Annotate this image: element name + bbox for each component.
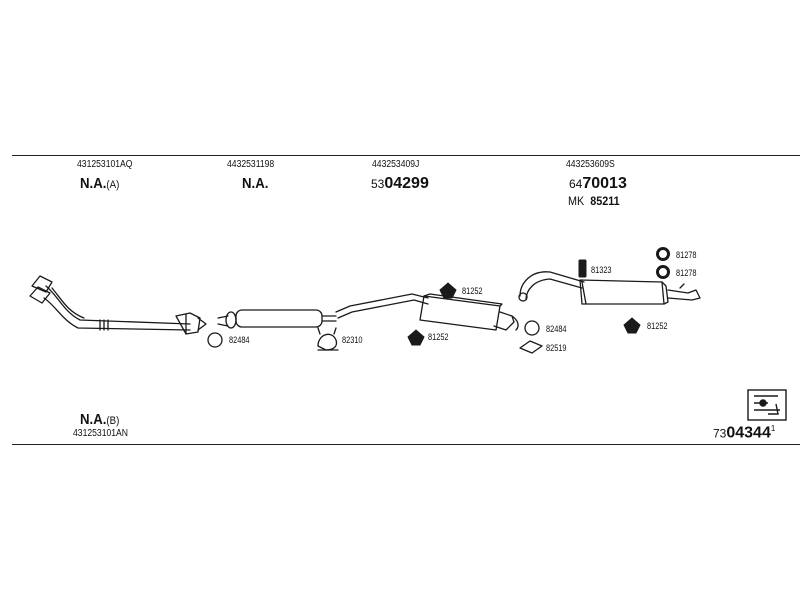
part-label-82484: 82484 xyxy=(546,324,567,334)
kit-box-icon xyxy=(747,389,787,421)
column-4-mk: MK 85211 xyxy=(568,194,620,208)
rubber-hanger-icon xyxy=(407,329,425,346)
part-label-81252: 81252 xyxy=(647,321,668,331)
part-label-81278: 81278 xyxy=(676,250,697,260)
column-1-label-suffix: (A) xyxy=(106,179,120,191)
column-1-label-text: N.A. xyxy=(80,175,107,192)
bottom-divider xyxy=(12,444,800,445)
ring-icon xyxy=(656,265,670,279)
bolt-icon xyxy=(578,259,587,278)
bottom-left-label-suffix: (B) xyxy=(106,415,120,427)
column-3-number: 5304299 xyxy=(371,175,429,193)
column-3-number-main: 04299 xyxy=(384,175,429,192)
column-1-label: N.A.(A) xyxy=(80,175,119,192)
column-3-code: 443253409J xyxy=(372,159,420,170)
bottom-right-number-main: 04344 xyxy=(726,424,771,442)
column-4-code: 443253609S xyxy=(566,159,615,170)
middle-section xyxy=(335,293,519,331)
column-3-number-prefix: 53 xyxy=(371,177,385,191)
column-4-number-prefix: 64 xyxy=(569,177,583,191)
part-label-82484: 82484 xyxy=(229,335,250,345)
part-label-81252: 81252 xyxy=(462,286,483,296)
part-label-82519: 82519 xyxy=(546,343,567,353)
column-4-mk-label: MK xyxy=(568,194,585,208)
column-2-code: 4432531198 xyxy=(227,159,275,170)
front-pipe xyxy=(29,275,207,335)
bottom-right-number-sup: 1 xyxy=(770,424,776,433)
rubber-hanger-icon xyxy=(439,282,457,299)
part-label-82310: 82310 xyxy=(342,335,363,345)
part-label-81252: 81252 xyxy=(428,332,449,342)
bottom-right-number: 73043441 xyxy=(713,424,775,442)
ring-icon xyxy=(524,320,540,336)
clamp-icon xyxy=(317,327,339,351)
bottom-left-label: N.A.(B) xyxy=(80,411,119,428)
column-4-number-main: 70013 xyxy=(582,175,627,192)
rear-section xyxy=(518,271,701,305)
column-4-number: 6470013 xyxy=(569,175,627,193)
ring-icon xyxy=(207,332,223,348)
part-label-81278: 81278 xyxy=(676,268,697,278)
rubber-hanger-icon xyxy=(623,317,641,334)
column-4-mk-value: 85211 xyxy=(590,194,620,208)
front-silencer xyxy=(217,309,337,329)
column-1-code: 431253101AQ xyxy=(77,159,133,170)
part-label-81323: 81323 xyxy=(591,265,612,275)
bottom-right-number-prefix: 73 xyxy=(713,426,727,441)
column-2-label: N.A. xyxy=(242,175,269,192)
ring-icon xyxy=(656,247,670,261)
gasket-icon xyxy=(519,340,543,354)
bottom-left-label-text: N.A. xyxy=(80,411,107,428)
top-divider xyxy=(12,155,800,156)
bottom-left-code: 431253101AN xyxy=(73,428,128,439)
